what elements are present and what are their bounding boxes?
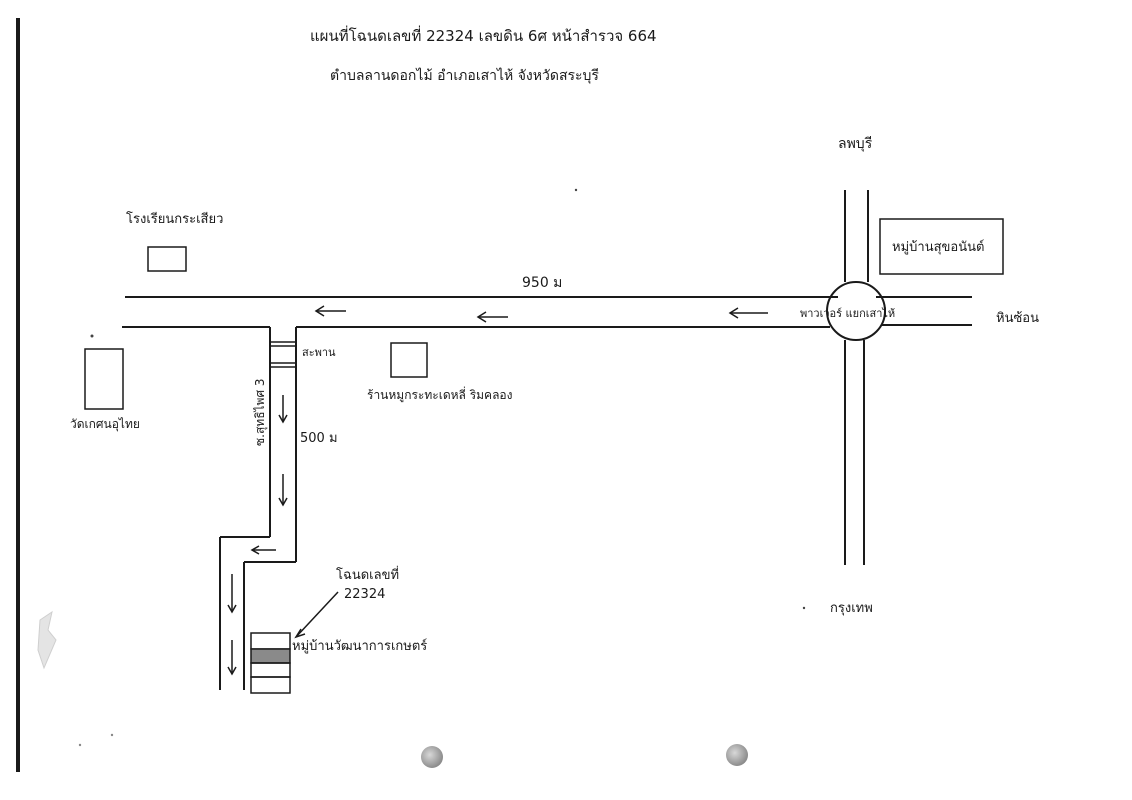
plot-box-top — [250, 632, 291, 650]
arrow-left-icon — [314, 305, 346, 317]
arrow-down-icon — [227, 574, 237, 614]
header-line-1: แผนที่โฉนดเลขที่ 22324 เลขดิน 6ศ หน้าสำร… — [310, 25, 657, 45]
bridge-icon — [270, 341, 296, 368]
arrow-down-icon — [278, 474, 288, 507]
plot-label: โฉนดเลขที่ 22324 — [336, 566, 403, 602]
temple-label: วัดเกศนอุไทย — [70, 417, 140, 432]
south-direction-label: กรุงเทพ — [830, 601, 873, 616]
soi-name-label: ซ.สุทธิไพศ 3 — [253, 378, 268, 446]
plot-village-label: หมู่บ้านวัฒนาการเกษตร์ — [292, 638, 427, 654]
intersection-label: พาวเวอร์ แยกเสาไห้ — [800, 307, 895, 320]
bridge-label: สะพาน — [302, 346, 336, 359]
main-road-distance: 950 ม — [522, 275, 562, 291]
punch-hole-left — [421, 746, 443, 768]
punch-hole-right — [726, 744, 748, 766]
roundabout — [826, 281, 886, 341]
shop-label: ร้านหมูกระทะเดหลี่ ริมคลอง — [367, 386, 513, 403]
main-road — [122, 296, 972, 328]
main-road-arrows — [314, 305, 768, 323]
scan-marks — [37, 188, 806, 747]
school-label: โรงเรียนกระเสียว — [126, 211, 223, 227]
page-edge-bar — [16, 18, 20, 772]
east-direction-label: หินซ้อน — [996, 311, 1039, 326]
village-top-label: หมู่บ้านสุขอนันต์ — [892, 239, 984, 255]
plot-box-mid — [250, 662, 291, 678]
plot-box-bottom — [250, 676, 291, 694]
arrow-left-icon — [250, 545, 276, 555]
plot-box-target — [250, 648, 291, 664]
arrow-down-icon — [278, 395, 288, 424]
highway-north-south — [844, 190, 869, 565]
school-box — [147, 246, 187, 272]
north-direction-label: ลพบุรี — [838, 136, 873, 152]
soi-distance: 500 ม — [300, 431, 338, 446]
arrow-left-icon — [728, 307, 768, 319]
shop-box — [390, 342, 428, 378]
plot-stack — [250, 632, 291, 694]
arrow-down-icon — [227, 640, 237, 676]
plot-pointer-arrow — [294, 591, 339, 639]
village-top-box — [879, 218, 1004, 275]
temple-box — [84, 348, 124, 410]
soi-road — [219, 327, 297, 690]
arrow-left-icon — [476, 311, 508, 323]
soi-arrows — [227, 395, 288, 676]
header-line-2: ตำบลลานดอกไม้ อำเภอเสาไห้ จังหวัดสระบุรี — [330, 67, 599, 84]
